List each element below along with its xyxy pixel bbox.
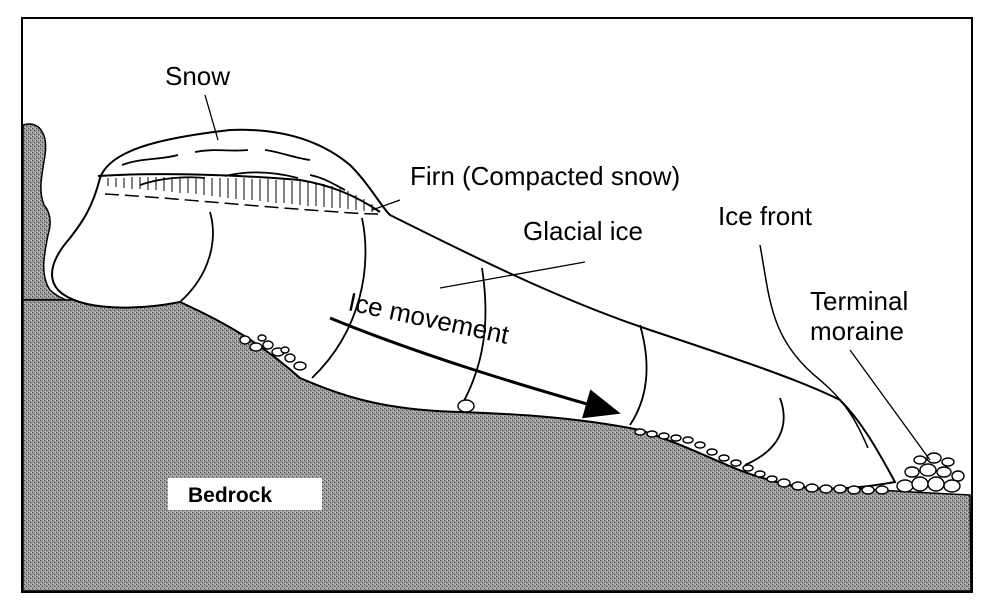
- leader-lines: [204, 94, 931, 461]
- label-bedrock: Bedrock: [188, 484, 272, 507]
- firn-top-line: [97, 173, 381, 213]
- label-glacial-ice: Glacial ice: [523, 216, 643, 246]
- firn-hatching: [107, 177, 373, 212]
- glacier-ice: [51, 128, 897, 490]
- bedrock-label-box: [168, 478, 322, 510]
- firn-bottom-line: [104, 193, 379, 215]
- basal-debris: [239, 334, 889, 495]
- ice-movement-arrow: [329, 316, 621, 419]
- ice-flow-arcs: [179, 211, 785, 466]
- terminal-moraine-pile: [896, 452, 965, 493]
- label-moraine: moraine: [810, 316, 904, 346]
- label-terminal: Terminal: [810, 286, 908, 316]
- label-snow: Snow: [165, 61, 230, 91]
- ice-front-line: [759, 244, 869, 449]
- label-firn: Firn (Compacted snow): [410, 161, 680, 191]
- label-ice-front: Ice front: [718, 201, 813, 231]
